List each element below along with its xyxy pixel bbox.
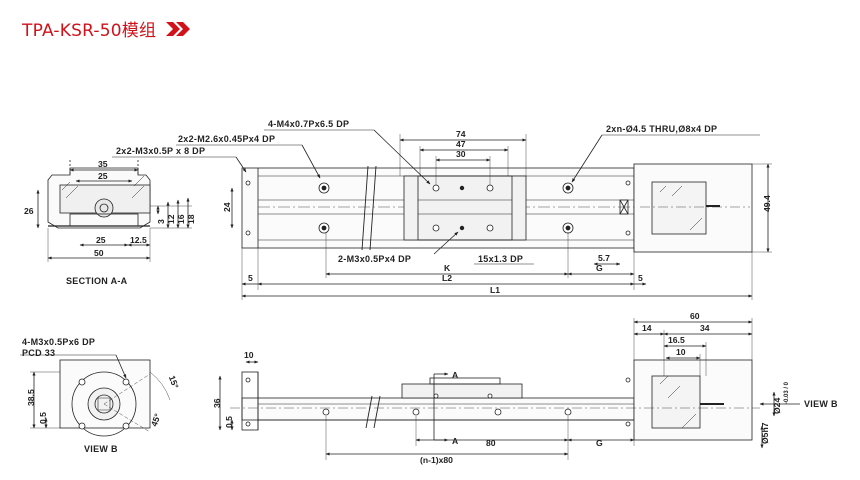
page-title: TPA-KSR-50模组 <box>22 21 157 41</box>
note-pcd: PCD 33 <box>22 348 55 358</box>
dim-0-5-front: 0.5 <box>224 416 234 428</box>
dim-l2: L2 <box>442 273 452 283</box>
dim-18: 18 <box>186 214 196 224</box>
page-header: TPA-KSR-50模组 <box>22 16 192 41</box>
dim-25: 25 <box>96 235 106 245</box>
note-thru-holes: 2xn-Ø4.5 THRU,Ø8x4 DP <box>606 124 717 134</box>
dim-angle-15: 15° <box>167 374 181 390</box>
front-elevation-view <box>218 359 760 460</box>
dim-80: 80 <box>486 438 496 448</box>
dim-g-top: G <box>596 263 603 273</box>
dim-0-5-b: 0.5 <box>38 412 48 424</box>
note-m3-4dp: 2-M3x0.5Px4 DP <box>338 254 411 264</box>
top-plan-view <box>112 129 772 300</box>
view-b-label: VIEW B <box>84 444 118 454</box>
section-marker-bottom: A <box>452 436 458 446</box>
dim-38-5: 38.5 <box>26 389 36 406</box>
dim-k: K <box>444 263 451 273</box>
dim-60: 60 <box>690 311 700 321</box>
dim-5-7: 5.7 <box>598 253 610 263</box>
dim-dia-5h7: Ø5h7 <box>760 422 770 444</box>
dim-3: 3 <box>156 219 166 224</box>
dim-g-front: G <box>596 438 603 448</box>
dim-pitch-n: (n-1)x80 <box>420 455 453 465</box>
section-a-a-label: SECTION A-A <box>66 276 128 286</box>
note-m3-8dp: 2x2-M3x0.5P x 8 DP <box>116 146 205 156</box>
dim-34: 34 <box>700 323 710 333</box>
dim-10-motor: 10 <box>676 347 686 357</box>
dim-5-right: 5 <box>638 273 643 283</box>
dim-30: 30 <box>456 149 466 159</box>
note-pitch: 15x1.3 DP <box>478 254 523 264</box>
dim-16: 16 <box>176 214 186 224</box>
dim-14: 14 <box>642 323 652 333</box>
dim-dia-24: Ø24 <box>772 398 782 414</box>
dim-12: 12 <box>166 214 176 224</box>
dim-26: 26 <box>24 206 34 216</box>
dim-angle-45: 45° <box>149 412 163 428</box>
dim-49-4: 49.4 <box>762 195 772 212</box>
dim-12-5: 12.5 <box>130 235 147 245</box>
note-m4: 4-M4x0.7Px6.5 DP <box>268 119 349 129</box>
dim-tolerance: -0.03 / 0 <box>784 381 790 404</box>
section-a-a-view <box>36 160 192 262</box>
motor-end-dimensions <box>633 318 800 449</box>
section-marker-top: A <box>452 370 458 380</box>
dim-74: 74 <box>456 129 466 139</box>
dim-5-left: 5 <box>248 273 253 283</box>
dim-l1: L1 <box>490 285 500 295</box>
dim-16-5: 16.5 <box>668 335 685 345</box>
dim-24: 24 <box>222 202 232 212</box>
note-m2-6: 2x2-M2.6x0.45Px4 DP <box>178 134 275 144</box>
dim-47: 47 <box>456 139 466 149</box>
motor-view-b-label: VIEW B <box>804 399 838 409</box>
dim-10-front: 10 <box>244 350 254 360</box>
note-view-b-thread: 4-M3x0.5Px6 DP <box>22 337 95 347</box>
view-b-end-view <box>20 354 171 437</box>
double-chevron-right-icon <box>164 21 192 37</box>
dim-50: 50 <box>94 248 104 258</box>
dim-36: 36 <box>212 398 222 408</box>
dim-35: 35 <box>98 159 108 169</box>
dim-25-top: 25 <box>98 171 108 181</box>
